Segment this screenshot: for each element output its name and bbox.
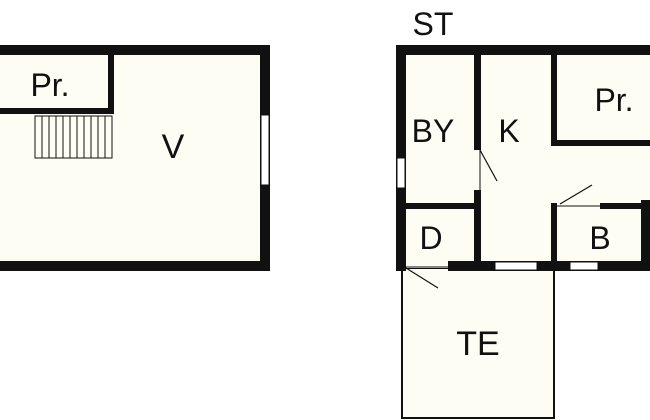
upper-storage-wall-right — [108, 50, 114, 114]
b-room-label: B — [589, 220, 610, 256]
wall-b-top — [600, 203, 648, 209]
wall-by-d — [400, 203, 478, 209]
stair-outline — [34, 115, 113, 159]
wall-storage-bottom — [551, 140, 650, 146]
stair-icon — [34, 115, 113, 159]
upper-wall-top — [0, 45, 270, 55]
upper-floor-plan: Pr. V — [0, 45, 270, 271]
kitchen-label: K — [498, 113, 519, 149]
door-swing-kitchen — [479, 149, 498, 182]
ground-floor-label: ST — [413, 6, 454, 42]
door-swing-b — [559, 184, 593, 205]
upper-storage-label: Pr. — [30, 67, 69, 103]
door-swing-d — [405, 267, 439, 289]
wall-storage-left — [551, 50, 557, 145]
ground-window-bottom-1 — [494, 261, 538, 271]
upper-wall-bottom — [0, 261, 270, 271]
ground-window-bottom-2 — [569, 261, 599, 271]
ground-wall-bottom — [448, 261, 650, 271]
ground-floor-area — [398, 48, 650, 268]
ground-floor-plan: ST BY K Pr. D B TE — [396, 6, 650, 419]
bath-label: BY — [412, 113, 455, 149]
storage-label: Pr. — [594, 82, 633, 118]
ground-wall-top — [396, 45, 650, 55]
wall-by-k — [474, 50, 481, 150]
wall-b-left — [551, 203, 557, 267]
door-room-label: D — [419, 220, 442, 256]
ground-window-left — [396, 157, 406, 189]
upper-storage-wall-bottom — [0, 108, 114, 114]
upper-window — [260, 114, 270, 186]
wall-k-lower — [474, 190, 481, 265]
upper-attic-label: V — [162, 128, 185, 166]
ground-wall-right-lower — [641, 200, 650, 271]
terrace-label: TE — [456, 325, 499, 363]
terrace-area — [401, 267, 555, 419]
